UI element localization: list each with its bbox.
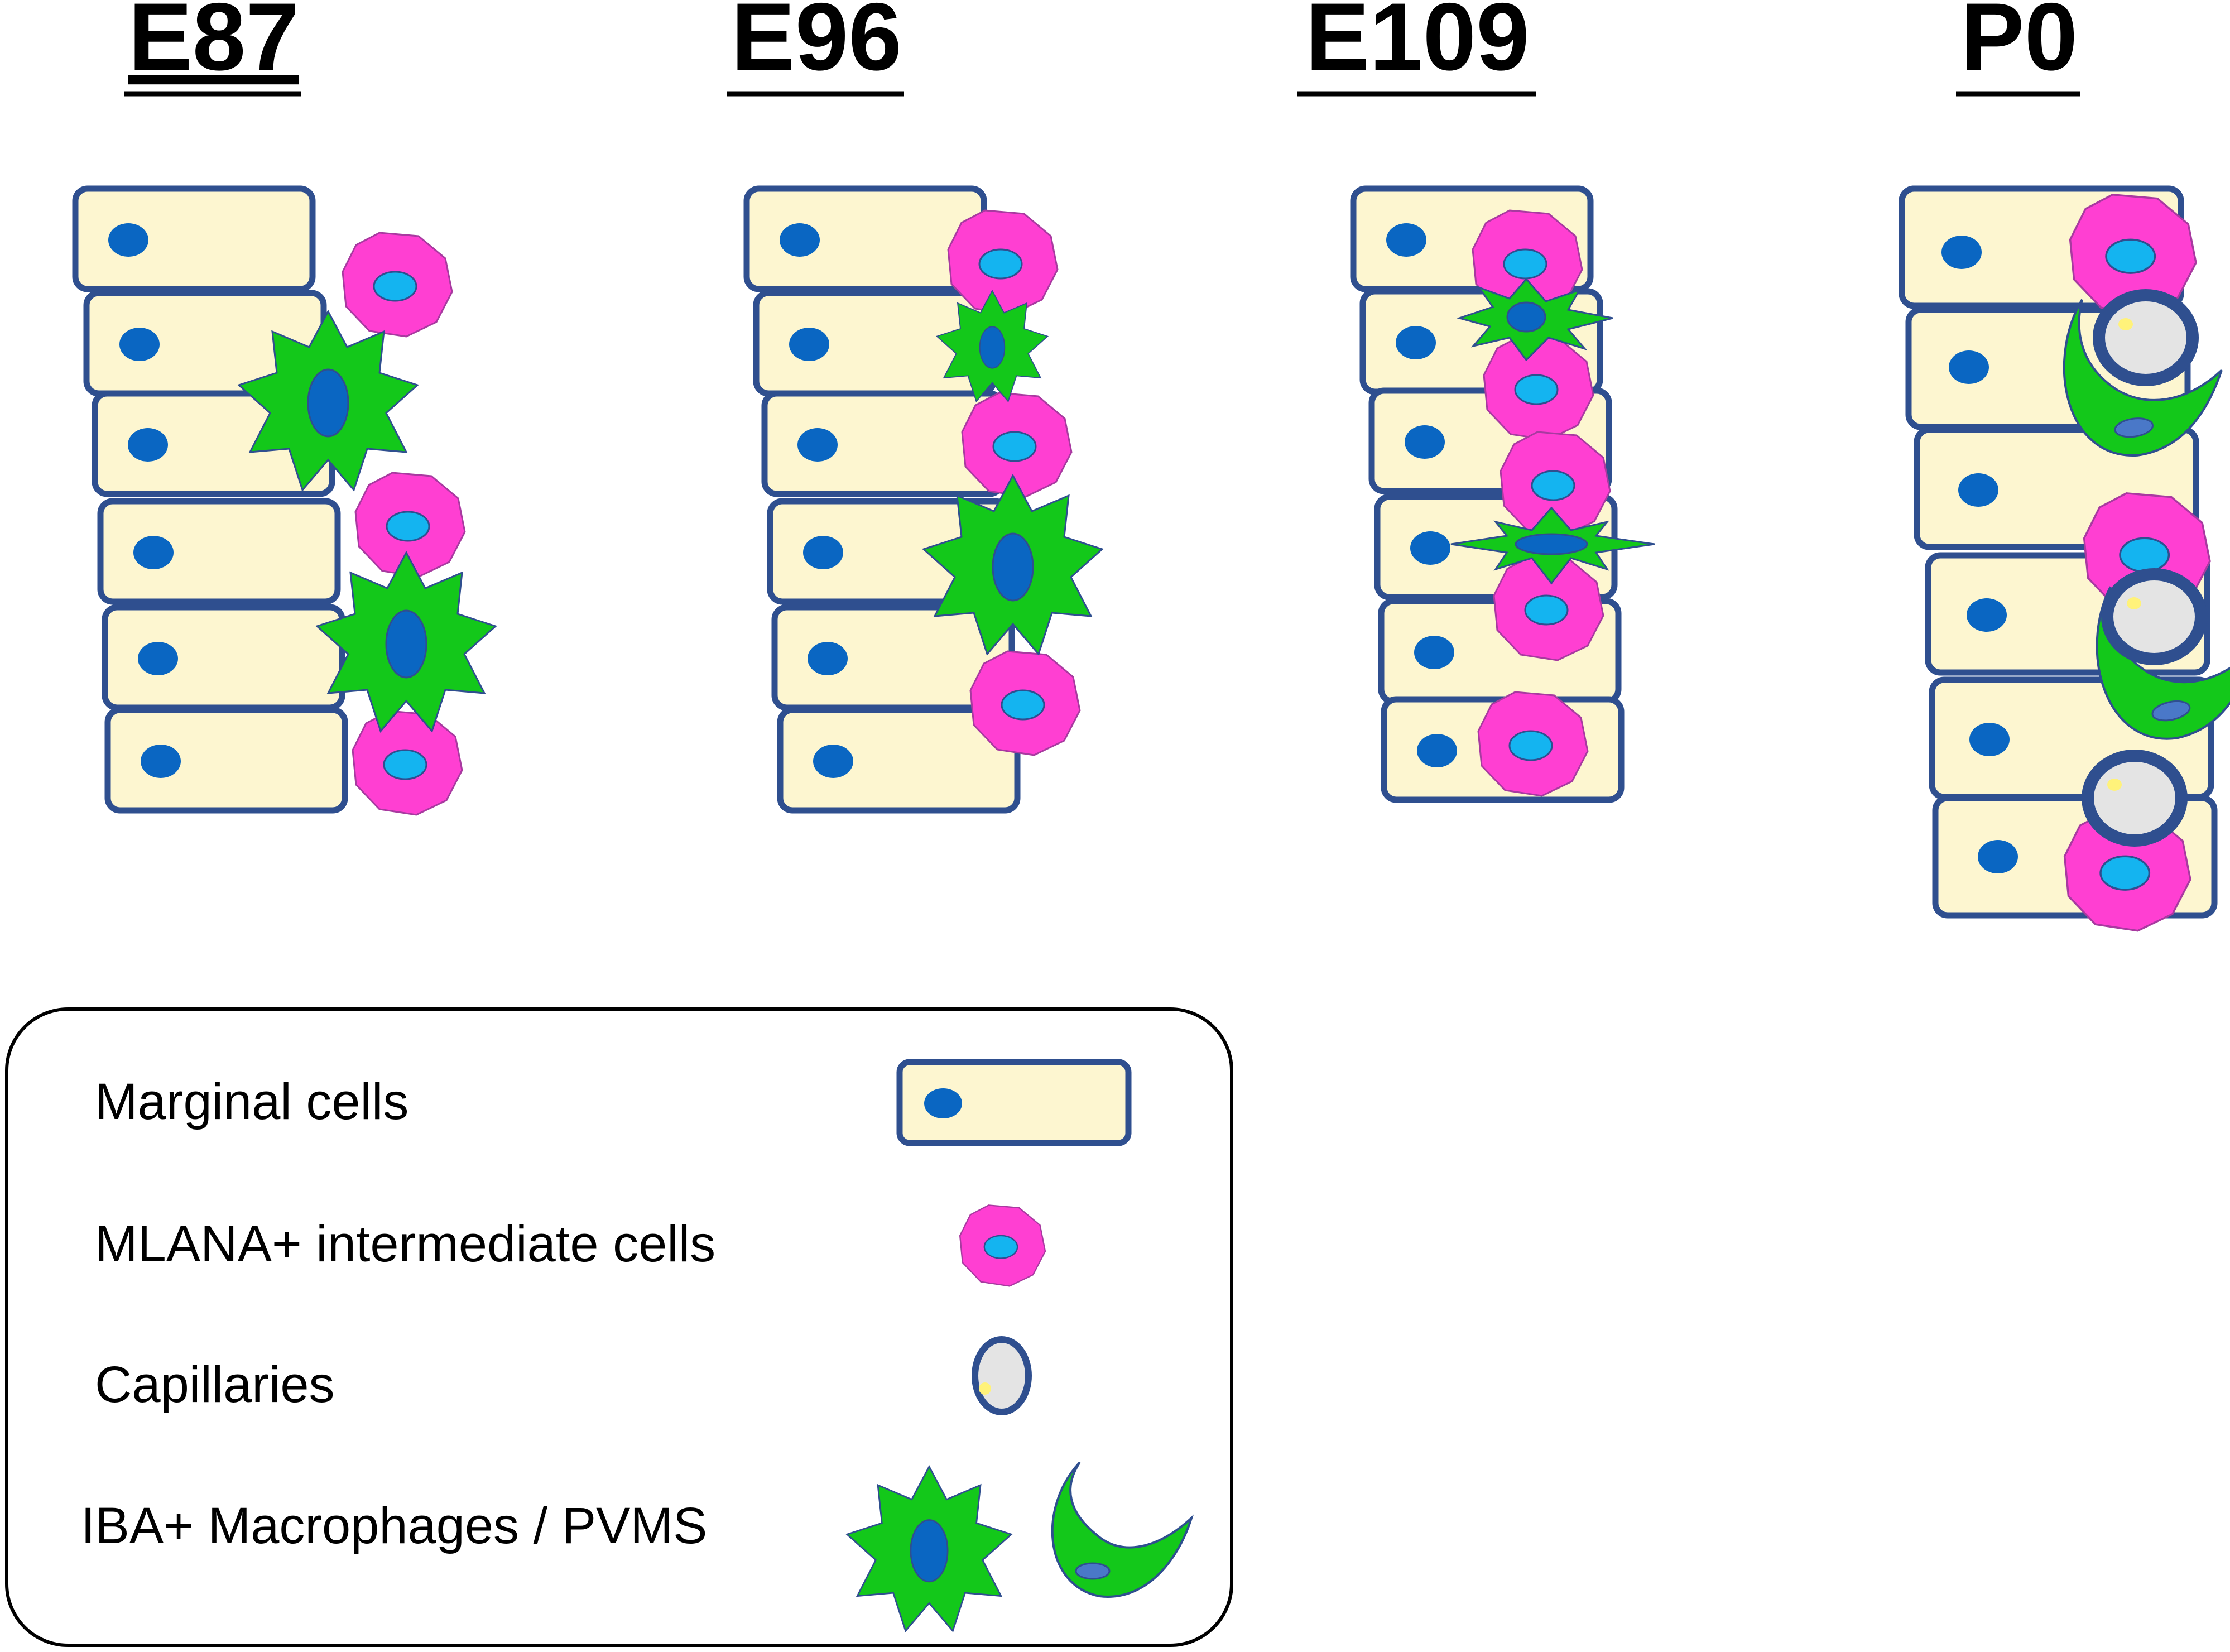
macrophage-star: [1456, 277, 1613, 362]
marginal-cell: [105, 607, 342, 708]
capillary-icon: [972, 1336, 1032, 1415]
marginal-cell-icon: [896, 1059, 1132, 1146]
pvm-icon: [1051, 1461, 1194, 1598]
macrophage-star: [316, 551, 497, 732]
marginal-cell: [108, 710, 345, 810]
capillary: [2088, 756, 2181, 841]
nucleus: [1949, 350, 1989, 384]
legend-label-marginal-cells: Marginal cells: [95, 1073, 408, 1130]
capillary: [2099, 295, 2193, 380]
nucleus: [1958, 473, 1998, 507]
stage-p0-tissue: [1899, 185, 2230, 932]
stage-e96-tissue: [747, 189, 1103, 810]
macrophage-star: [1450, 506, 1655, 585]
marginal-cell: [747, 189, 984, 289]
legend: Marginal cells MLANA+ intermediate cells…: [5, 1007, 1233, 1647]
stage-title-e87: E87: [128, 0, 299, 90]
stage-e87-tissue: [75, 189, 497, 816]
marginal-cell: [100, 501, 338, 602]
nucleus: [1969, 723, 2010, 756]
nucleus: [1941, 236, 1982, 269]
intermediate-cell: [969, 650, 1081, 756]
stage-title-e96: E96: [731, 0, 902, 90]
intermediate-cell: [352, 710, 463, 816]
marginal-cell: [75, 189, 313, 289]
intermediate-cell: [342, 232, 453, 338]
nucleus: [1967, 598, 2007, 632]
nucleus: [1978, 840, 2018, 873]
stage-e109-tissue: [1353, 189, 1655, 800]
stage-title-e109: E109: [1305, 0, 1530, 90]
intermediate-cell: [947, 209, 1059, 315]
capillary: [2107, 574, 2201, 659]
legend-label-macrophages: IBA+ Macrophages / PVMS: [81, 1497, 707, 1554]
stage-title-p0: P0: [1960, 0, 2078, 90]
legend-label-capillaries: Capillaries: [95, 1356, 335, 1413]
legend-label-intermediate-cells: MLANA+ intermediate cells: [95, 1216, 715, 1272]
